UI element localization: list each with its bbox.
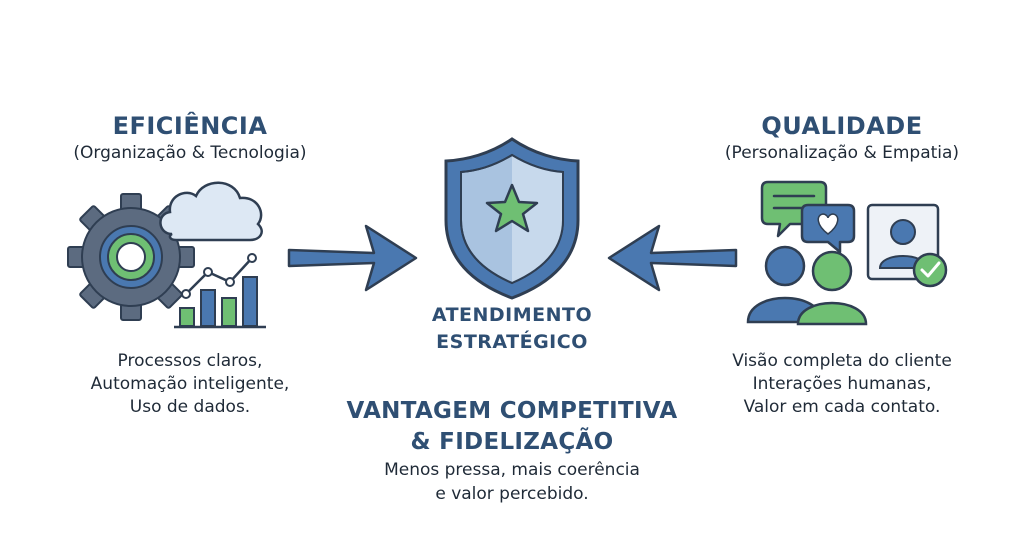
center-label: ATENDIMENTO ESTRATÉGICO: [402, 302, 622, 356]
bottom-title-line: VANTAGEM COMPETITIVA: [346, 398, 678, 424]
left-description: Processos claros, Automação inteligente,…: [40, 350, 340, 419]
right-line: Visão completa do cliente: [732, 351, 952, 371]
right-subtitle: (Personalização & Empatia): [724, 143, 960, 163]
right-description: Visão completa do cliente Interações hum…: [692, 350, 992, 419]
bottom-title: VANTAGEM COMPETITIVA & FIDELIZAÇÃO: [312, 396, 712, 458]
bottom-line: e valor percebido.: [435, 484, 589, 504]
right-title: QUALIDADE: [761, 112, 923, 140]
right-line: Interações humanas,: [752, 374, 932, 394]
left-line: Automação inteligente,: [90, 374, 290, 394]
center-line: ESTRATÉGICO: [436, 331, 588, 353]
left-line: Processos claros,: [117, 351, 263, 371]
left-line: Uso de dados.: [129, 397, 251, 417]
right-line: Valor em cada contato.: [743, 397, 941, 417]
bottom-line: Menos pressa, mais coerência: [384, 460, 640, 480]
left-subtitle: (Organização & Tecnologia): [73, 143, 307, 163]
bottom-title-line: & FIDELIZAÇÃO: [410, 429, 614, 455]
left-title: EFICIÊNCIA: [112, 112, 268, 140]
center-line: ATENDIMENTO: [431, 304, 593, 326]
bottom-description: Menos pressa, mais coerência e valor per…: [332, 458, 692, 506]
